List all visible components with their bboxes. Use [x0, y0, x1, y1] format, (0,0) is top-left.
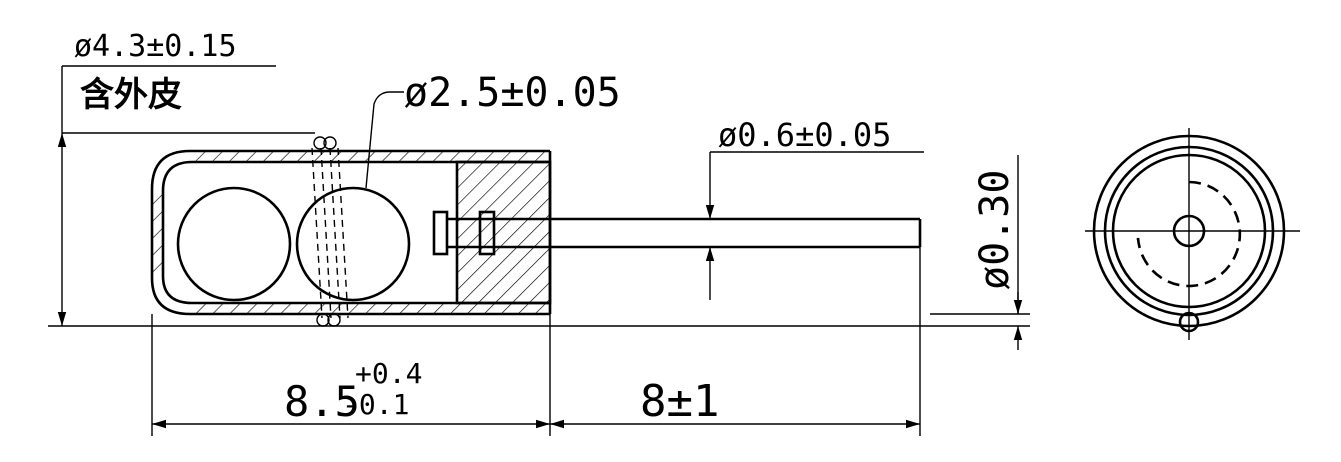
body-length-lower-tol: -0.1 [342, 388, 409, 421]
dim-ball-diameter: ø2.5±0.05 [365, 70, 621, 189]
insert-plug [455, 160, 552, 305]
pin [432, 210, 922, 256]
pin-length-label: 8±1 [640, 376, 719, 427]
crimp-groove [311, 136, 349, 327]
dim-pin-diameter: ø0.6±0.05 [705, 116, 924, 300]
balls [176, 186, 411, 302]
dim-body-length: 8.5 +0.4 -0.1 8±1 [151, 247, 921, 436]
body-length-base-label: 8.5 [284, 377, 360, 426]
pin-diameter-label: ø0.6±0.05 [718, 116, 891, 154]
ball-diameter-label: ø2.5±0.05 [404, 70, 621, 116]
end-view [1085, 128, 1300, 340]
ball-right [295, 186, 411, 302]
outer-diameter-label: ø4.3±0.15 [74, 29, 237, 64]
gap-label: ø0.30 [972, 170, 1018, 290]
body-length-upper-tol: +0.4 [355, 357, 422, 390]
dim-outer-diameter: ø4.3±0.15 含外皮 [48, 29, 930, 327]
dim-gap: ø0.30 [930, 155, 1030, 350]
outer-note-label: 含外皮 [80, 75, 182, 115]
ball-left [176, 186, 292, 302]
